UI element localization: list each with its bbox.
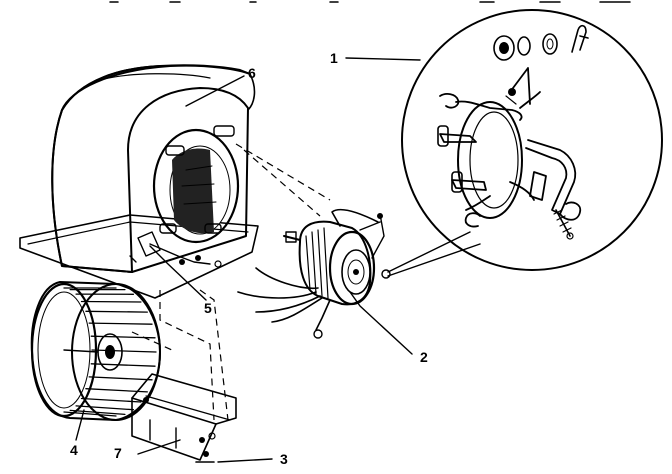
wheel-blade [91,349,157,353]
wheel-blade [69,409,126,416]
wheel-blade [80,300,142,303]
callout-2: 2 [420,349,428,365]
callout-7: 7 [114,445,122,461]
callout-4: 4 [70,442,78,458]
wheel-blade [88,376,153,381]
mount-bolt-lower [553,209,574,240]
mount-bolt-upper [505,67,531,105]
blower-motor [237,208,391,339]
mounting-panel [131,373,237,463]
wheel-blade [88,322,153,325]
callout-3: 3 [280,451,288,467]
wheel-blade [80,397,142,403]
callout-leaders [75,57,421,463]
wheel-blade [90,335,156,339]
blower-housing [19,64,259,299]
callout-1: 1 [330,50,338,66]
wheel-blade [85,310,148,313]
wheel-blade [75,405,135,411]
callout-6: 6 [248,65,256,81]
motor-mount-detail [387,9,663,277]
assembly-dashed-lines [131,143,331,421]
screw-set [195,432,216,463]
callout-5: 5 [204,300,212,316]
blower-wheel [30,281,161,421]
hardware-washer-set [493,24,589,61]
